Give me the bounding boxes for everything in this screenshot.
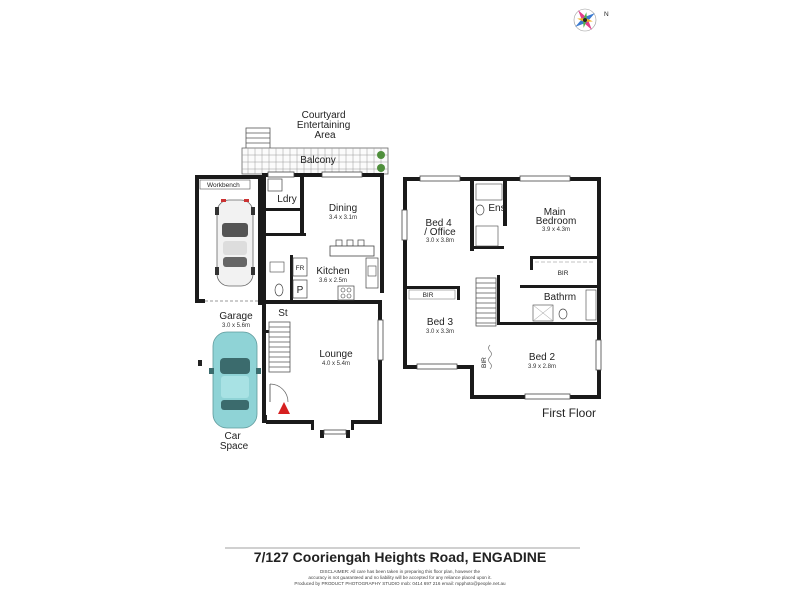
courtyard-steps (245, 127, 271, 151)
garage-name: Garage (219, 311, 253, 322)
disclaimer-line-3: Produced by PRODUCT PHOTOGRAPHY STUDIO m… (294, 581, 506, 586)
ground-stairs (268, 321, 291, 373)
main-bedroom-line-2: Bedroom (536, 216, 577, 227)
car-space-label: Car Space (220, 431, 249, 452)
bed2-name: Bed 2 (529, 352, 556, 363)
ground-floor-walls (262, 173, 384, 438)
car-white-icon (215, 199, 255, 287)
lounge-size: 4.0 x 5.4m (322, 361, 350, 367)
lounge-name: Lounge (319, 349, 353, 360)
balcony-label: Balcony (300, 155, 336, 166)
fridge-label: FR (296, 265, 305, 272)
bir-bed2-label: BIR (481, 357, 488, 368)
dining-name: Dining (329, 203, 357, 214)
car-teal-icon (209, 331, 261, 429)
ensuite-label: Ens (488, 203, 505, 214)
bir-main-label: BIR (558, 270, 569, 277)
car-space-line-2: Space (220, 441, 249, 452)
bed4-name: Bed 4 / Office (424, 218, 456, 238)
main-bedroom-line-1: Main (544, 207, 566, 218)
garage-walls (195, 175, 265, 305)
bed4-size: 3.0 x 3.8m (426, 238, 454, 244)
bed2-size: 3.9 x 2.8m (528, 364, 556, 370)
bed3-size: 3.0 x 3.3m (426, 329, 454, 335)
laundry-label: Ldry (277, 194, 296, 205)
entry-arrow-icon (278, 402, 290, 414)
disclaimer-line-1: DISCLAIMER: All care has been taken in p… (320, 569, 481, 574)
car-space-line-1: Car (225, 431, 242, 442)
stairs-label: St (278, 308, 288, 319)
bar-stools (335, 239, 365, 247)
main-bedroom-size: 3.9 x 4.3m (542, 227, 570, 233)
bed4-name-line-2: / Office (424, 227, 456, 238)
kitchen-size: 3.6 x 2.5m (319, 278, 347, 284)
courtyard-label: Courtyard Entertaining Area (297, 110, 353, 141)
bed3-name: Bed 3 (427, 317, 454, 328)
kitchen-name: Kitchen (316, 266, 349, 277)
main-bedroom-name: Main Bedroom (536, 207, 577, 227)
first-floor-stairs (475, 277, 497, 327)
disclaimer-line-2: accuracy is not guaranteed and no liabil… (308, 575, 491, 580)
courtyard-line-1: Courtyard (302, 110, 346, 121)
courtyard-line-2: Entertaining (297, 120, 350, 131)
workbench-label: Workbench (207, 182, 240, 189)
dining-size: 3.4 x 3.1m (329, 215, 357, 221)
pantry-label: P (297, 285, 304, 296)
first-floor-label: First Floor (542, 406, 596, 420)
compass-rose-icon (573, 8, 597, 32)
garage-size: 3.0 x 5.6m (222, 323, 250, 329)
compass-north-label: N (604, 11, 609, 18)
courtyard-line-3: Area (314, 130, 336, 141)
bed4-name-line-1: Bed 4 (426, 218, 453, 229)
bir-bed3-label: BIR (423, 292, 434, 299)
bathroom-label: Bathrm (544, 292, 576, 303)
property-address: 7/127 Cooriengah Heights Road, ENGADINE (254, 549, 547, 565)
balcony-area (241, 147, 389, 175)
